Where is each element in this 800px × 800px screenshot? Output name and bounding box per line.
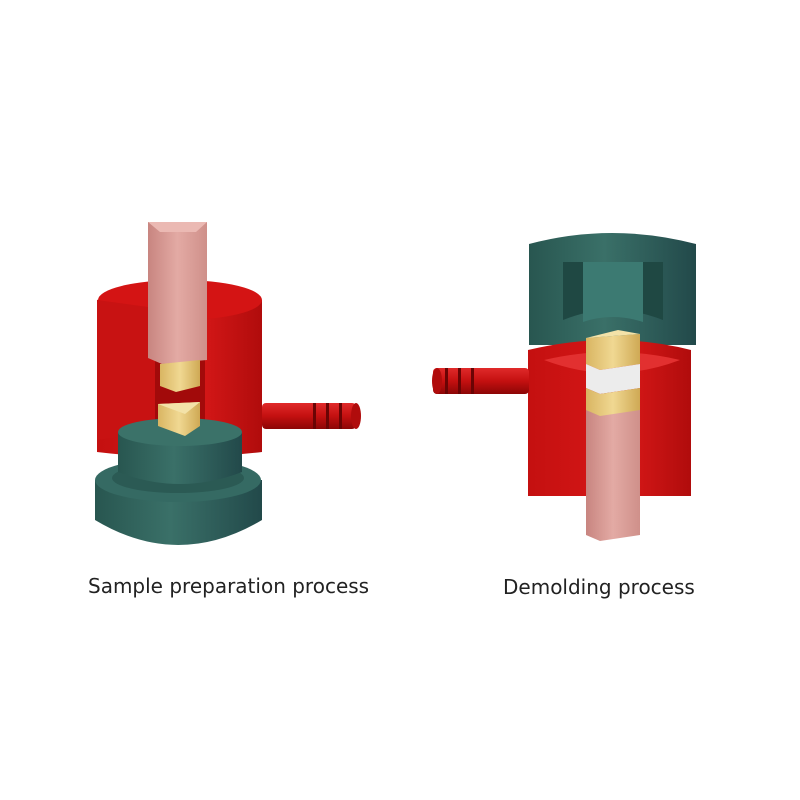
caption-sample-preparation: Sample preparation process <box>88 574 370 598</box>
caption-demolding: Demolding process <box>503 575 695 599</box>
left-assembly <box>95 222 361 545</box>
upper-punch-rod <box>148 222 207 364</box>
side-rod <box>262 403 361 429</box>
right-assembly <box>432 233 696 541</box>
sample-top-right <box>586 330 640 370</box>
spacer-disc <box>586 364 640 394</box>
sample-lower <box>158 402 200 436</box>
sample-bottom-right <box>586 388 640 416</box>
side-rod-right <box>432 368 529 394</box>
sample-upper <box>160 360 200 392</box>
top-cap <box>529 233 696 345</box>
push-rod <box>586 410 640 541</box>
